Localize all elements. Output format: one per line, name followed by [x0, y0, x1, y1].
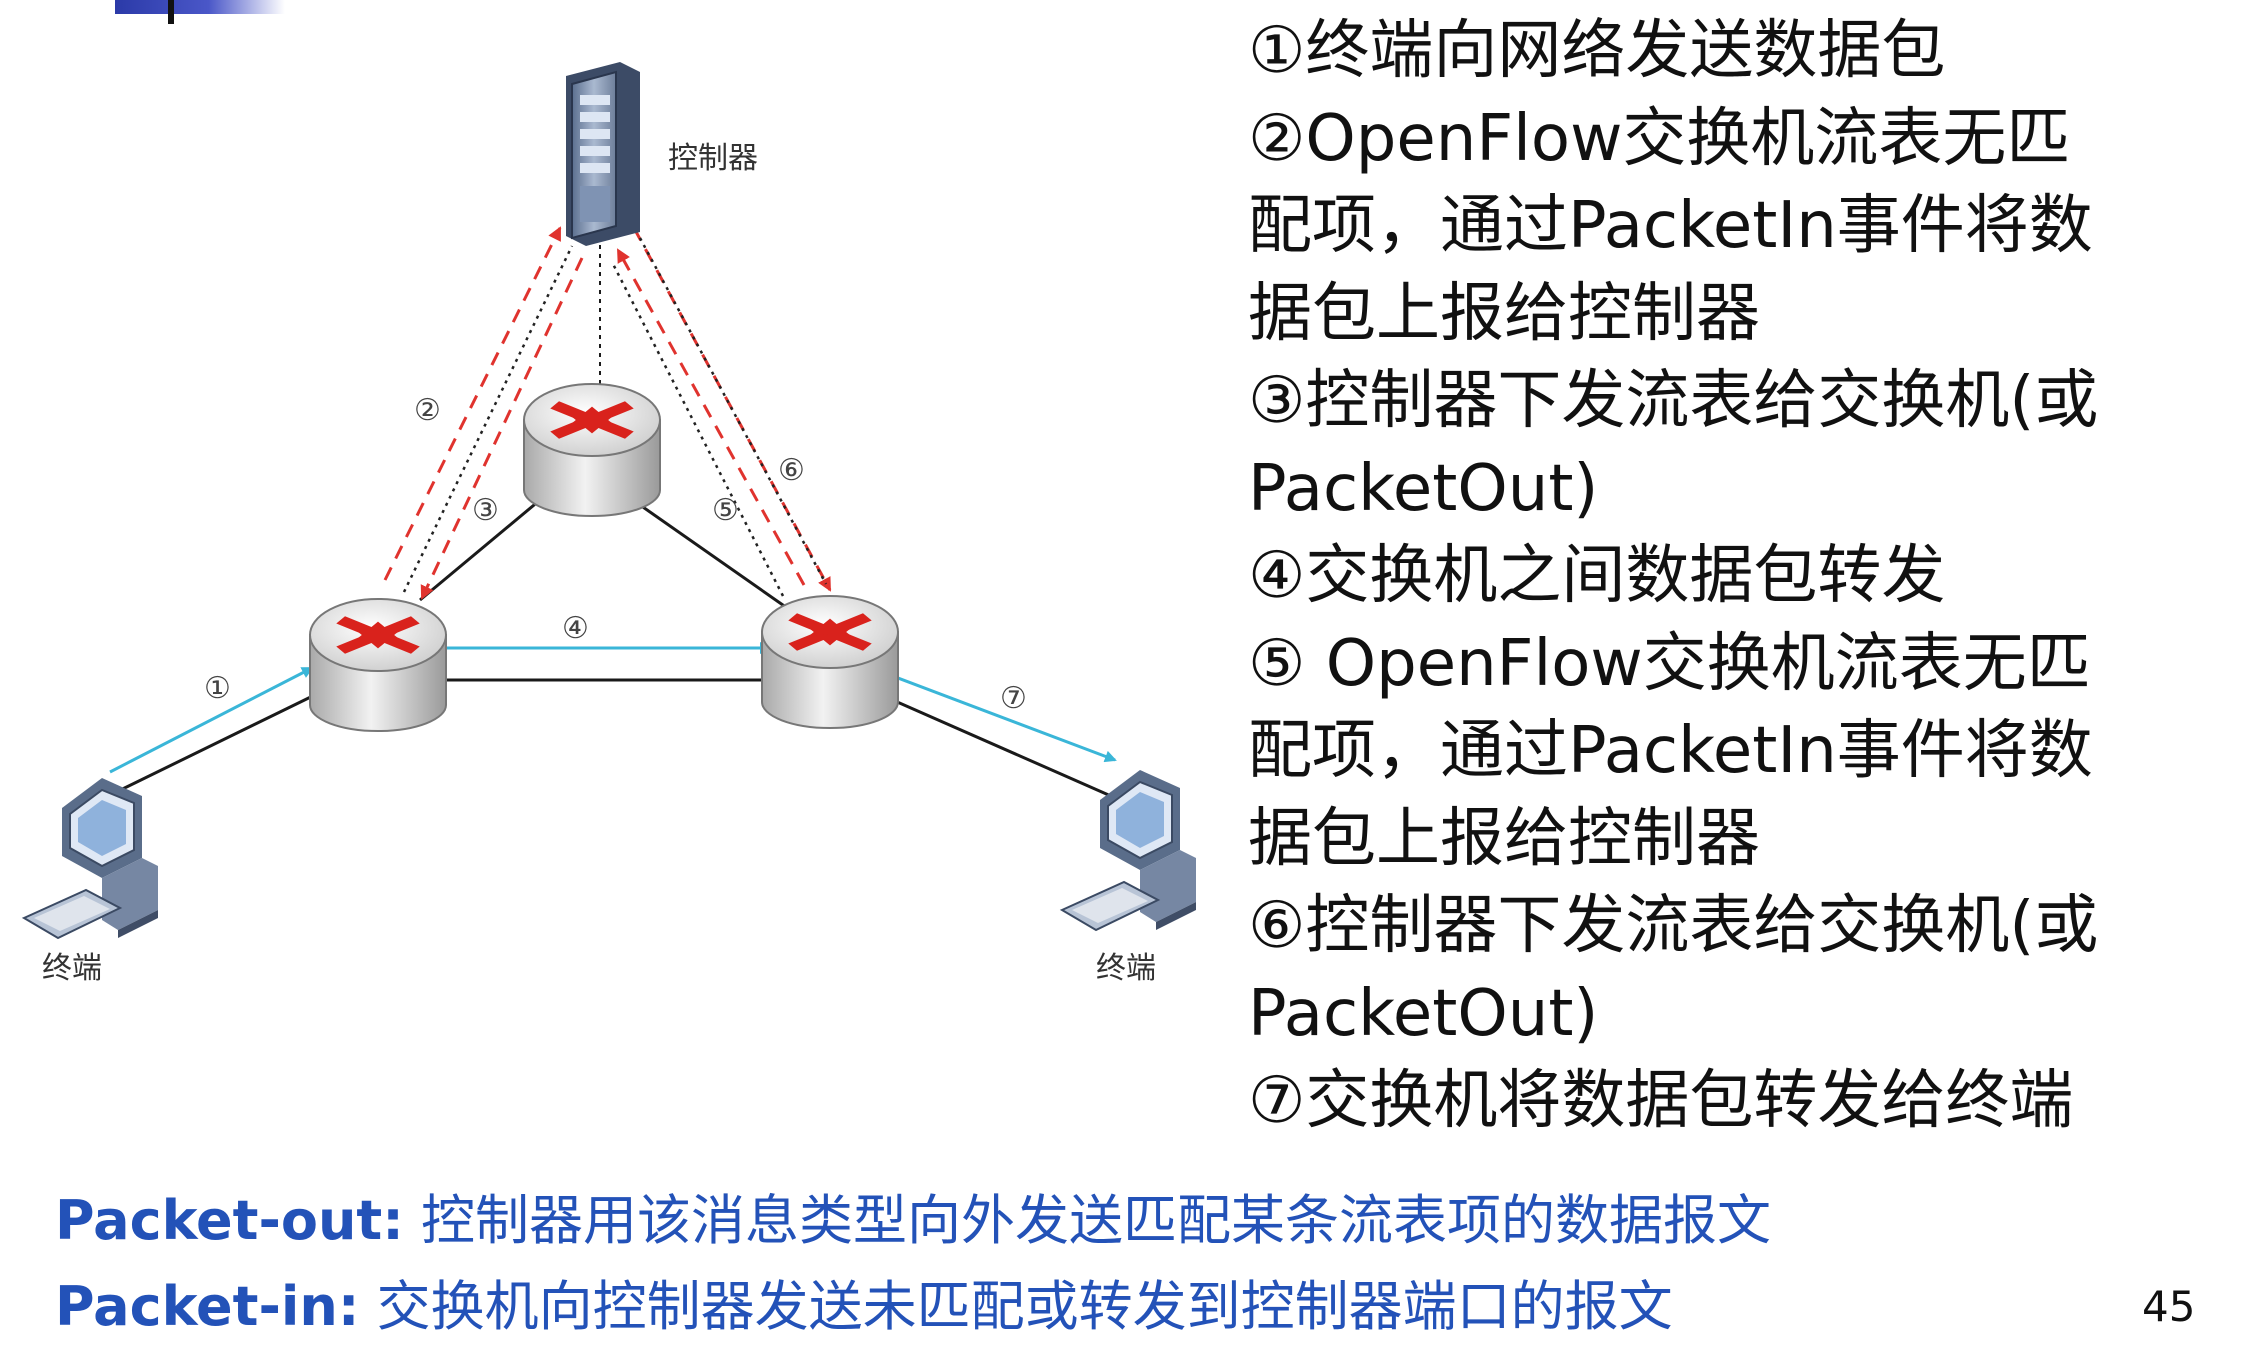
step-line: ⑤ OpenFlow交换机流表无匹 [1248, 626, 2091, 701]
link-switch-right-terminal-right [869, 688, 1121, 802]
switch-right-icon [761, 595, 899, 729]
arrow-step-2 [383, 226, 562, 581]
step-line: ③控制器下发流表给交换机(或 [1248, 364, 2099, 438]
terminal-right-computer-icon [1061, 769, 1197, 931]
controller-server-icon [566, 62, 640, 246]
step-marker-4: ④ [562, 611, 589, 646]
title-decoration-bar [115, 0, 285, 14]
step-line: 据包上报给控制器 [1248, 276, 1760, 351]
arrow-step-5 [616, 248, 806, 586]
switch-top-icon [523, 383, 661, 517]
controller-label: 控制器 [668, 141, 758, 176]
definitions: Packet-out: 控制器用该消息类型向外发送匹配某条流表项的数据报文 Pa… [55, 1178, 1771, 1350]
arrow-step-7 [881, 670, 1117, 763]
definition-packet-in: Packet-in: 交换机向控制器发送未匹配或转发到控制器端口的报文 [55, 1264, 1771, 1350]
step-marker-5: ⑤ [712, 493, 739, 528]
terminal-left-computer-icon [23, 777, 159, 939]
line-step-6-dotted [638, 237, 828, 585]
step-description-list: ①终端向网络发送数据包 ②OpenFlow交换机流表无匹 配项，通过Packet… [1248, 8, 2238, 1146]
line-step-2-dotted [402, 245, 574, 593]
terminal-right-label: 终端 [1096, 951, 1156, 986]
step-marker-7: ⑦ [1000, 681, 1027, 716]
page-number: 45 [2142, 1282, 2196, 1331]
step-line: ⑦交换机将数据包转发给终端 [1248, 1064, 2074, 1138]
openflow-diagram: 控制器 终端 终端 ① ② ③ ④ ⑤ ⑥ ⑦ [23, 62, 1197, 986]
link-switch-top-switch-right [639, 503, 791, 612]
step-line: PacketOut) [1248, 451, 1599, 526]
definition-term: Packet-out: [55, 1189, 404, 1252]
definition-text: 控制器用该消息类型向外发送匹配某条流表项的数据报文 [403, 1189, 1772, 1252]
step-marker-3: ③ [472, 493, 499, 528]
step-line: ④交换机之间数据包转发 [1248, 539, 1946, 613]
definition-text: 交换机向控制器发送未匹配或转发到控制器端口的报文 [359, 1275, 1673, 1338]
step-line: PacketOut) [1248, 976, 1599, 1051]
arrow-step-3 [420, 257, 584, 600]
step-line: ⑥控制器下发流表给交换机(或 [1248, 889, 2099, 963]
link-switch-left-switch-top [419, 498, 541, 602]
step-line: 配项，通过PacketIn事件将数 [1248, 714, 2093, 788]
step-marker-1: ① [204, 671, 231, 706]
title-decoration-tick [168, 0, 174, 24]
step-line: 配项，通过PacketIn事件将数 [1248, 189, 2093, 263]
step-line: ②OpenFlow交换机流表无匹 [1248, 101, 2071, 176]
step-line: ①终端向网络发送数据包 [1248, 14, 1946, 88]
step-marker-6: ⑥ [778, 453, 805, 488]
switch-left-icon [309, 598, 447, 732]
line-step-5-dotted [610, 261, 785, 597]
definition-packet-out: Packet-out: 控制器用该消息类型向外发送匹配某条流表项的数据报文 [55, 1178, 1771, 1264]
link-terminal-left-switch-left [99, 688, 326, 802]
terminal-left-label: 终端 [42, 951, 102, 986]
step-marker-2: ② [414, 393, 441, 428]
step-line: 据包上报给控制器 [1248, 801, 1760, 876]
definition-term: Packet-in: [55, 1275, 360, 1338]
arrow-step-1 [109, 666, 314, 774]
